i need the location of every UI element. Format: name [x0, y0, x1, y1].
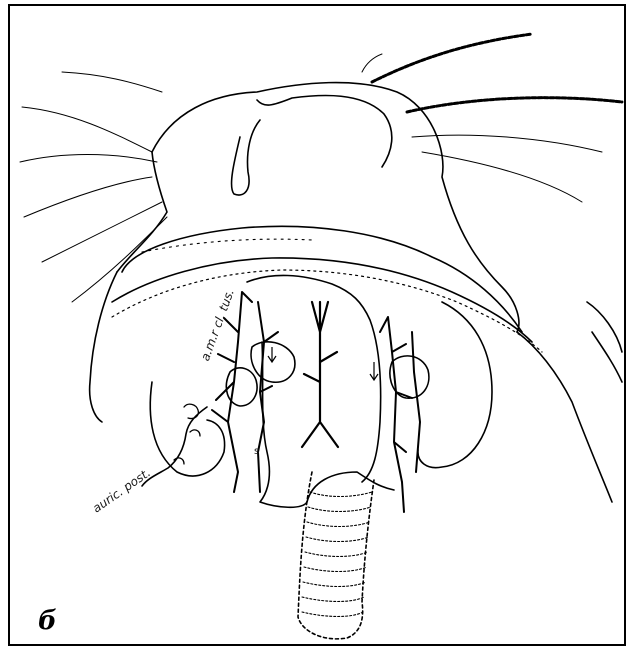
arrow-marks [268, 347, 378, 380]
vibrissae-left [20, 72, 167, 302]
right-vessel-branches [380, 317, 420, 512]
nasal-notch [232, 120, 260, 195]
right-bulla-outer [418, 302, 492, 468]
anatomical-sketch [10, 6, 628, 648]
snout-outline [152, 83, 519, 332]
left-ear-nodes [174, 404, 200, 464]
left-bulla [251, 342, 295, 382]
panel-label: б [38, 606, 57, 636]
right-bulla [390, 356, 429, 398]
mandible-right [517, 332, 612, 502]
trachea-rings [302, 492, 372, 617]
annotation-small-mark: s [254, 446, 259, 457]
central-canal [302, 302, 338, 447]
left-bulla-inner [226, 368, 257, 406]
figure-frame: a.m.r cl. tus. auric. post. s б [8, 4, 626, 646]
mandible-left [90, 272, 117, 422]
right-cheek-outline [587, 302, 622, 352]
vibrissae-right [362, 34, 622, 202]
jaw-arc-inner [112, 258, 532, 342]
crown-line [257, 95, 392, 167]
jaw-hatching-lower [142, 239, 312, 252]
